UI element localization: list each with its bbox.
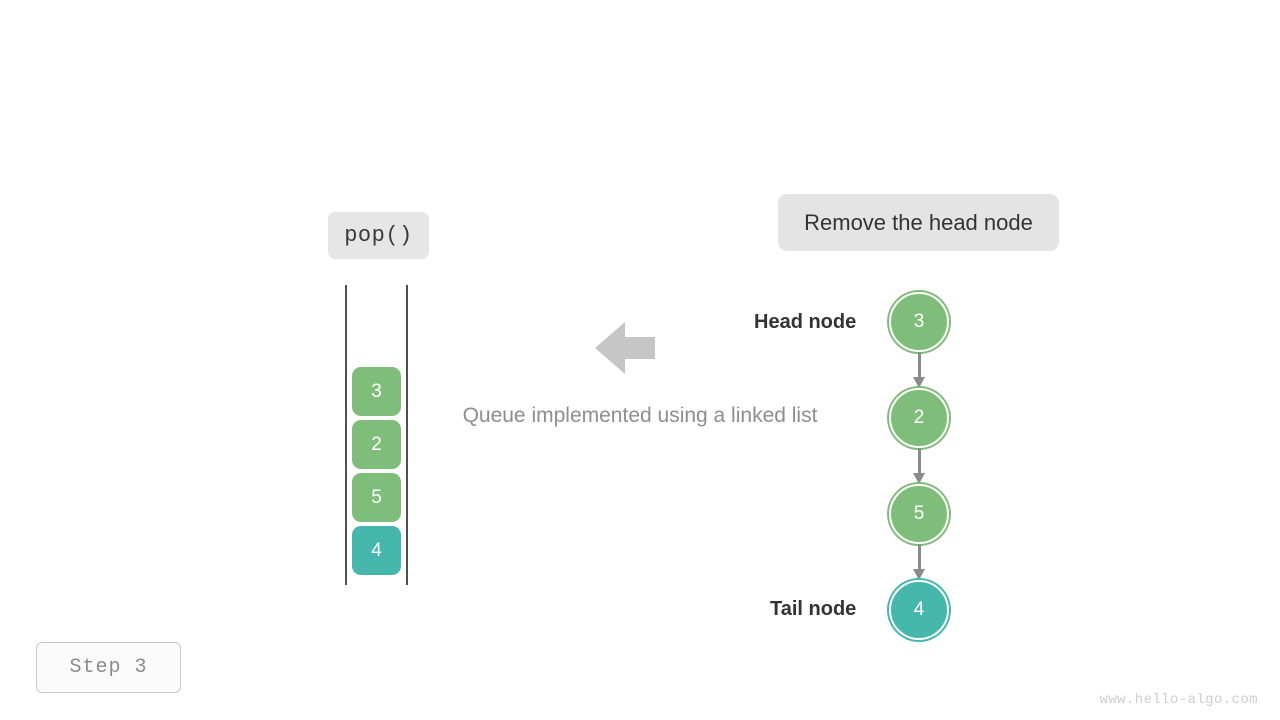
linked-list-node: 4 (889, 580, 949, 640)
linked-list-edge-arrow (913, 352, 925, 388)
queue-item: 2 (352, 420, 401, 469)
linked-list-edge-arrow (913, 448, 925, 484)
step-badge: Step 3 (36, 642, 181, 693)
queue-item: 4 (352, 526, 401, 575)
diagram-caption: Queue implemented using a linked list (462, 404, 818, 427)
queue-item: 3 (352, 367, 401, 416)
queue-container: 3 2 5 4 (345, 285, 408, 585)
tail-node-label: Tail node (770, 598, 857, 620)
queue-rail-left (345, 285, 347, 585)
operation-label-pop: pop() (328, 212, 429, 259)
linked-list-node: 2 (889, 388, 949, 448)
watermark: www.hello-algo.com (1099, 692, 1258, 708)
head-node-label: Head node (754, 311, 857, 333)
linked-list-node: 3 (889, 292, 949, 352)
annotation-remove-head-node: Remove the head node (778, 194, 1059, 251)
queue-item-list: 3 2 5 4 (352, 367, 401, 575)
left-arrow-icon (595, 320, 655, 376)
queue-item: 5 (352, 473, 401, 522)
queue-rail-right (406, 285, 408, 585)
linked-list-node: 5 (889, 484, 949, 544)
linked-list-edge-arrow (913, 544, 925, 580)
